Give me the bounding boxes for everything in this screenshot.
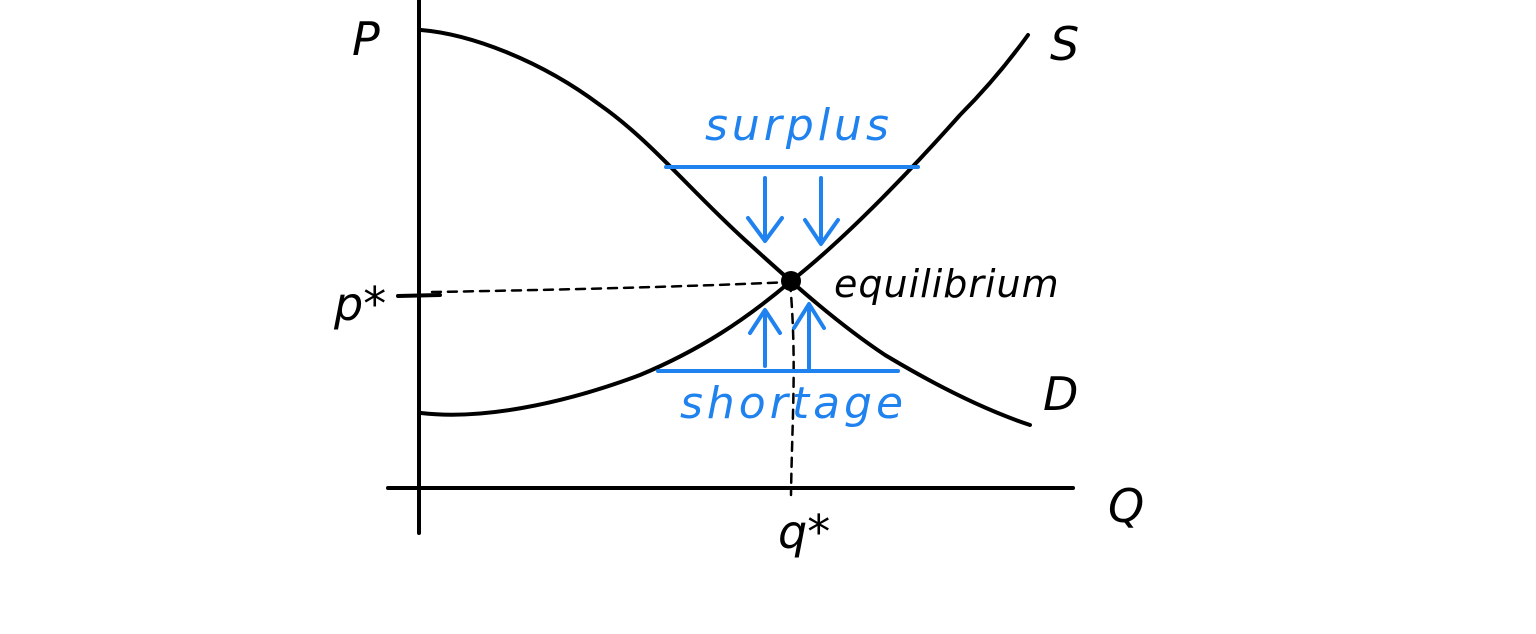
price-star-label: p* xyxy=(333,277,386,331)
surplus-label: surplus xyxy=(705,100,893,151)
demand-label: D xyxy=(1043,367,1078,421)
price-axis-label: P xyxy=(352,12,380,66)
shortage-arrow-right xyxy=(792,302,826,370)
price-tick xyxy=(396,293,442,298)
surplus-group xyxy=(664,165,920,246)
equilibrium-point xyxy=(781,271,801,291)
shortage-label: shortage xyxy=(680,378,907,429)
supply-label: S xyxy=(1050,17,1079,71)
surplus-arrow-right xyxy=(803,176,840,246)
equilibrium-label: equilibrium xyxy=(834,262,1060,306)
shortage-group xyxy=(656,302,900,373)
demand-curve xyxy=(419,28,1032,427)
surplus-arrow-left xyxy=(746,176,784,243)
supply-curve xyxy=(419,33,1030,417)
price-guide-line xyxy=(430,280,792,294)
shortage-arrow-left xyxy=(748,308,782,368)
quantity-axis-label: Q xyxy=(1108,479,1144,533)
quantity-star-label: q* xyxy=(778,505,830,559)
